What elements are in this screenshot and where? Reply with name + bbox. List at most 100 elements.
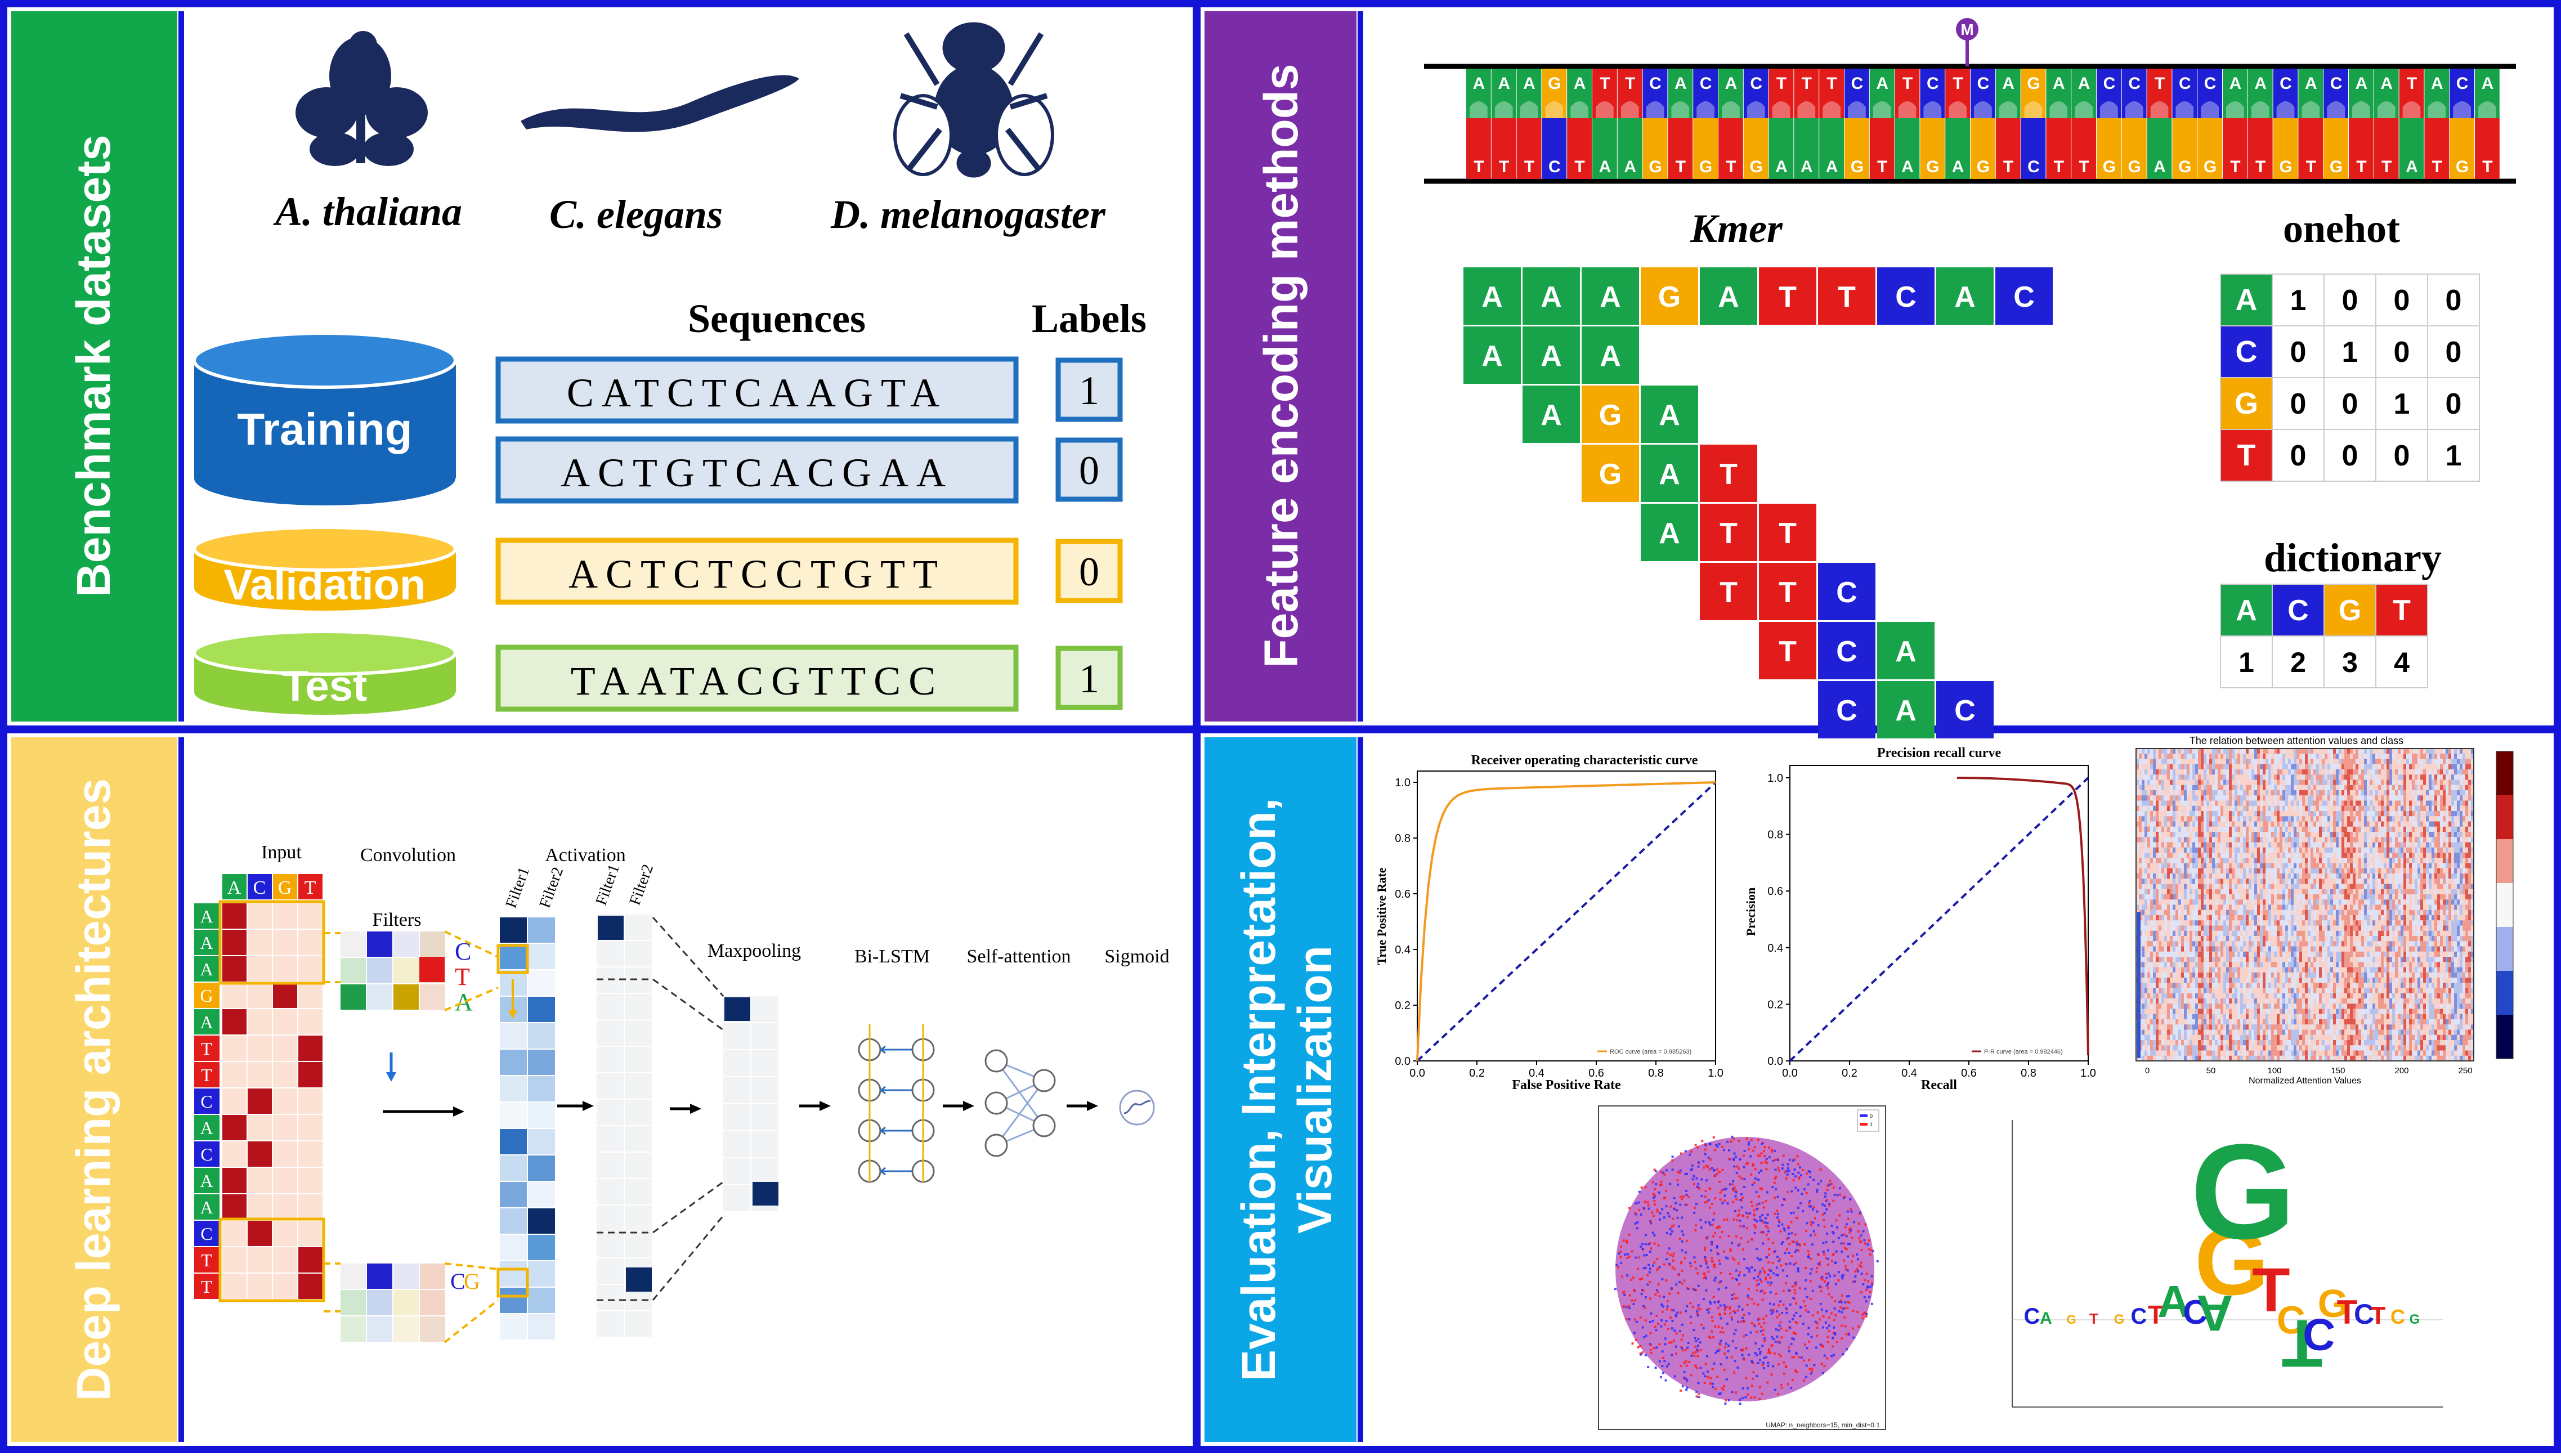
- dna-bottom-base: A: [1952, 158, 1964, 176]
- maxpool-cell: [723, 1104, 750, 1130]
- kmer-cell: A: [1877, 622, 1935, 679]
- maxpool-cell: [723, 1158, 750, 1184]
- kmer-cell: A: [1463, 326, 1521, 384]
- dna-base-pair: AT: [2374, 69, 2399, 179]
- filter-motif-letter: T: [455, 963, 470, 991]
- svg-text:A: A: [1481, 340, 1503, 373]
- svg-text:A: A: [1541, 281, 1562, 313]
- dna-bottom-base: G: [2456, 158, 2469, 176]
- kmer-cell: C: [1818, 563, 1875, 620]
- convolution-label: Convolution: [360, 845, 456, 866]
- kmer-cell: T: [1759, 563, 1816, 620]
- filter-cell: [341, 1290, 366, 1315]
- activation-cell: [528, 1261, 555, 1287]
- dna-base-pair: AT: [1466, 69, 1491, 179]
- dna-top-base: A: [2431, 74, 2443, 93]
- dna-top-base: T: [1802, 74, 1812, 93]
- activation-cell: [528, 1182, 555, 1207]
- dna-base-pair: AT: [1492, 69, 1516, 179]
- dna-bottom-base: A: [2406, 158, 2418, 176]
- svg-text:0: 0: [2342, 440, 2358, 472]
- svg-text:0: 0: [2394, 284, 2410, 317]
- logo-letter: G: [2410, 1312, 2420, 1327]
- filter-cell: [393, 1290, 419, 1315]
- onehot-title: onehot: [2283, 206, 2400, 251]
- kmer-cell: A: [1700, 267, 1757, 325]
- pool-cell: [625, 1153, 652, 1178]
- attention-node: [986, 1050, 1007, 1072]
- axis-tick-label: 0.2: [1395, 1000, 1411, 1012]
- pool-cell: [625, 941, 652, 966]
- dna-base-pair: CG: [1844, 69, 1869, 179]
- dna-bottom-base: T: [2306, 158, 2316, 176]
- svg-text:0: 0: [2290, 440, 2307, 472]
- activation-cell: [500, 1261, 527, 1287]
- labels-header: Labels: [1032, 296, 1147, 341]
- svg-text:A: A: [1954, 281, 1976, 313]
- input-base: A: [194, 903, 220, 929]
- maxpool-cell: [723, 1077, 750, 1103]
- svg-text:C: C: [200, 1224, 212, 1244]
- kmer-cell: T: [1700, 504, 1757, 561]
- dna-base-pair: AT: [2298, 69, 2323, 179]
- dna-top-base: T: [1625, 74, 1635, 93]
- dna-top-base: G: [1548, 74, 1561, 93]
- kmer-cell: A: [1582, 267, 1639, 325]
- attention-node: [986, 1135, 1007, 1156]
- svg-text:A: A: [2236, 594, 2257, 627]
- maxpool-cell: [751, 1023, 778, 1049]
- dna-base-pair: AT: [1996, 69, 2021, 179]
- dna-bottom-base: T: [1574, 158, 1584, 176]
- pool-cell: [597, 1232, 624, 1257]
- maxpool-cell: [751, 996, 778, 1022]
- dna-bottom-base: A: [1599, 158, 1611, 176]
- svg-text:2: 2: [2290, 647, 2306, 678]
- sigmoid-label: Sigmoid: [1104, 946, 1169, 967]
- activation-cell: [528, 1050, 555, 1075]
- dna-top-base: A: [2002, 74, 2014, 93]
- dna-top-base: A: [1674, 74, 1687, 93]
- bilstm-label: Bi-LSTM: [854, 946, 930, 967]
- svg-text:T: T: [1779, 517, 1797, 550]
- dictionary-entry: G3: [2324, 584, 2376, 688]
- input-base: A: [194, 1194, 220, 1220]
- dictionary-entry: C2: [2272, 584, 2324, 688]
- svg-text:A: A: [200, 1171, 213, 1191]
- input-header-base: A: [227, 877, 241, 898]
- logo-letter: C: [2390, 1305, 2405, 1328]
- dna-base-pair: CG: [2122, 69, 2147, 179]
- svg-text:T: T: [1779, 281, 1797, 313]
- dna-top-base: A: [1523, 74, 1535, 93]
- activation-cell: [500, 1129, 527, 1154]
- activation-cell: [500, 1155, 527, 1181]
- kmer-cell: A: [1523, 386, 1580, 443]
- filter-motif-letter: A: [455, 988, 473, 1016]
- activation-cell: [500, 1023, 527, 1049]
- dna-base-pair: TA: [1618, 69, 1642, 179]
- activation-cell: [500, 1288, 527, 1313]
- dna-top-base: C: [1750, 74, 1762, 93]
- svg-text:C: C: [2013, 281, 2035, 313]
- axis-tick-label: 0.4: [1901, 1067, 1917, 1079]
- pool-cell: [625, 915, 652, 940]
- kmer-cell: A: [1463, 267, 1521, 325]
- dna-bottom-base: G: [1926, 158, 1939, 176]
- pool-cell: [597, 941, 624, 966]
- species-label: C. elegans: [549, 192, 723, 237]
- svg-text:C: C: [200, 1144, 212, 1164]
- dna-base-pair: AT: [2223, 69, 2247, 179]
- filter-cell: [393, 958, 419, 983]
- filter-cell: [341, 958, 366, 983]
- svg-text:0: 0: [2290, 336, 2307, 369]
- svg-text:A: A: [200, 1118, 213, 1138]
- dna-top-base: C: [1851, 74, 1864, 93]
- activation-cell: [500, 1076, 527, 1101]
- eval-title-line2: Visualization: [1288, 946, 1341, 1234]
- dna-top-base: A: [2380, 74, 2393, 93]
- dna-bottom-base: T: [1726, 158, 1736, 176]
- dna-top-base: C: [2280, 74, 2292, 93]
- pool-cell: [625, 994, 652, 1019]
- dna-bottom-base: A: [2153, 158, 2166, 176]
- dna-bottom-base: A: [1624, 158, 1636, 176]
- dna-double-helix: ATATATGCATTATACGATCGATCGTATATACGATTACGTA…: [1466, 69, 2500, 179]
